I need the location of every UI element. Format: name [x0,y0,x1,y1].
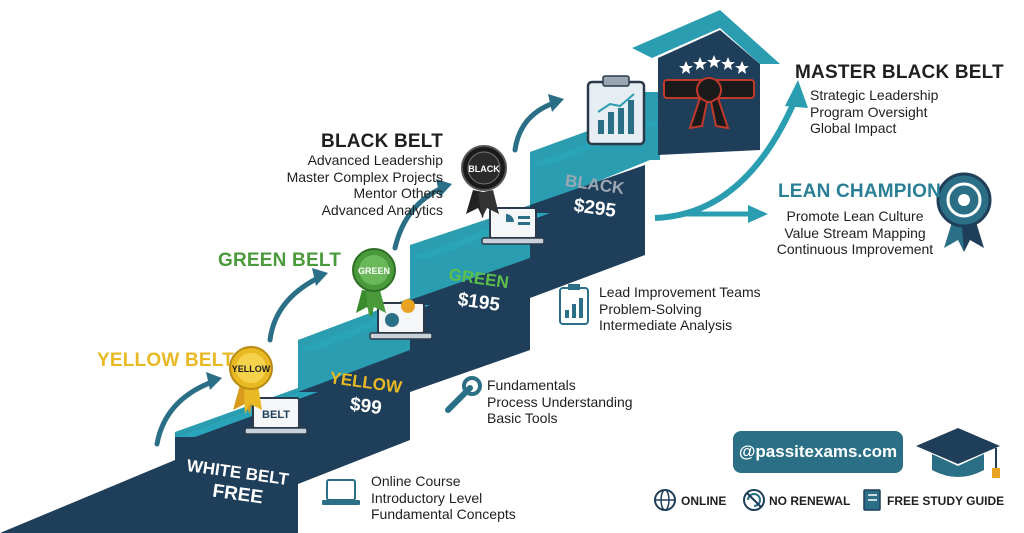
lower-ramp [0,460,175,533]
master-title: MASTER BLACK BELT [795,62,1004,83]
master-detail: Strategic Leadership [810,87,939,103]
black-belt-icon [663,77,755,130]
champion-detail: Promote Lean Culture [786,208,924,224]
green-belt-title: GREEN BELT [218,250,342,271]
black-rosette-icon [461,145,507,218]
arrow-head-master [785,80,808,108]
black-belt-details: Advanced Leadership Master Complex Proje… [240,152,443,218]
step-price-yellow: $99 [349,394,383,419]
laptop-icon [244,397,308,435]
green-belt-detail: Lead Improvement Teams [599,284,761,300]
badge-label-yellow: YELLOW [232,364,271,374]
black-belt-detail: Mentor Others [353,185,443,201]
arrow-heads [206,94,564,390]
no-renewal-icon [743,489,765,511]
website-handle[interactable]: @passitexams.com [733,431,903,473]
laptop-icon [322,479,360,505]
green-rosette-icon [352,248,396,317]
yellow-rosette-icon [229,346,273,414]
wrench-icon [445,376,482,413]
arrow-head-champion [748,205,768,223]
black-belt-title: BLACK BELT [321,131,443,152]
stars-icon [679,55,749,74]
black-belt-detail: Advanced Leadership [307,152,443,168]
badge-label-white: BELT [262,409,290,421]
champion-details: Promote Lean Culture Value Stream Mappin… [767,208,943,258]
champion-rosette-icon [936,172,992,252]
badge-label-green: GREEN [358,266,390,276]
black-belt-detail: Master Complex Projects [286,168,443,185]
step-riser-green [410,258,530,392]
green-belt-detail: Intermediate Analysis [599,317,733,333]
green-belt-details: Lead Improvement Teams Problem-Solving I… [599,284,761,334]
master-detail: Global Impact [810,120,897,136]
yellow-belt-detail: Process Understanding [487,393,633,410]
black-belt-detail: Advanced Analytics [321,201,443,218]
book-icon [863,489,881,511]
house-roof [632,10,780,64]
clipboard-chart-icon [559,284,589,325]
laptop-icon [369,299,433,340]
feature-free-study-guide: FREE STUDY GUIDE [887,494,1005,508]
champion-title: LEAN CHAMPION [778,181,942,202]
yellow-belt-details: Fundamentals Process Understanding Basic… [487,377,633,427]
step-riser-yellow [298,350,410,484]
clipboard-chart-icon [586,75,646,146]
white-belt-detail: Introductory Level [371,489,483,506]
feature-no-renewal: NO RENEWAL [769,494,851,508]
step-riser-black [530,165,645,298]
white-belt-detail: Online Course [371,473,461,489]
white-belt-details: Online Course Introductory Level Fundame… [371,473,516,523]
badge-label-black: BLACK [468,164,500,174]
globe-icon [654,489,676,511]
champion-detail: Continuous Improvement [776,241,934,257]
arrow-to-master [654,98,798,221]
graduation-cap-icon [916,428,1000,478]
progress-arrows [154,100,557,447]
champion-detail: Value Stream Mapping [784,224,926,241]
yellow-belt-detail: Basic Tools [487,410,558,426]
yellow-belt-detail: Fundamentals [487,377,576,393]
master-detail: Program Oversight [810,103,928,120]
laptop-icon [481,207,545,245]
feature-online: ONLINE [681,494,727,508]
yellow-belt-title: YELLOW BELT [97,350,234,371]
white-belt-detail: Fundamental Concepts [371,506,516,522]
green-belt-detail: Problem-Solving [599,300,702,317]
master-details: Strategic Leadership Program Oversight G… [810,87,938,137]
